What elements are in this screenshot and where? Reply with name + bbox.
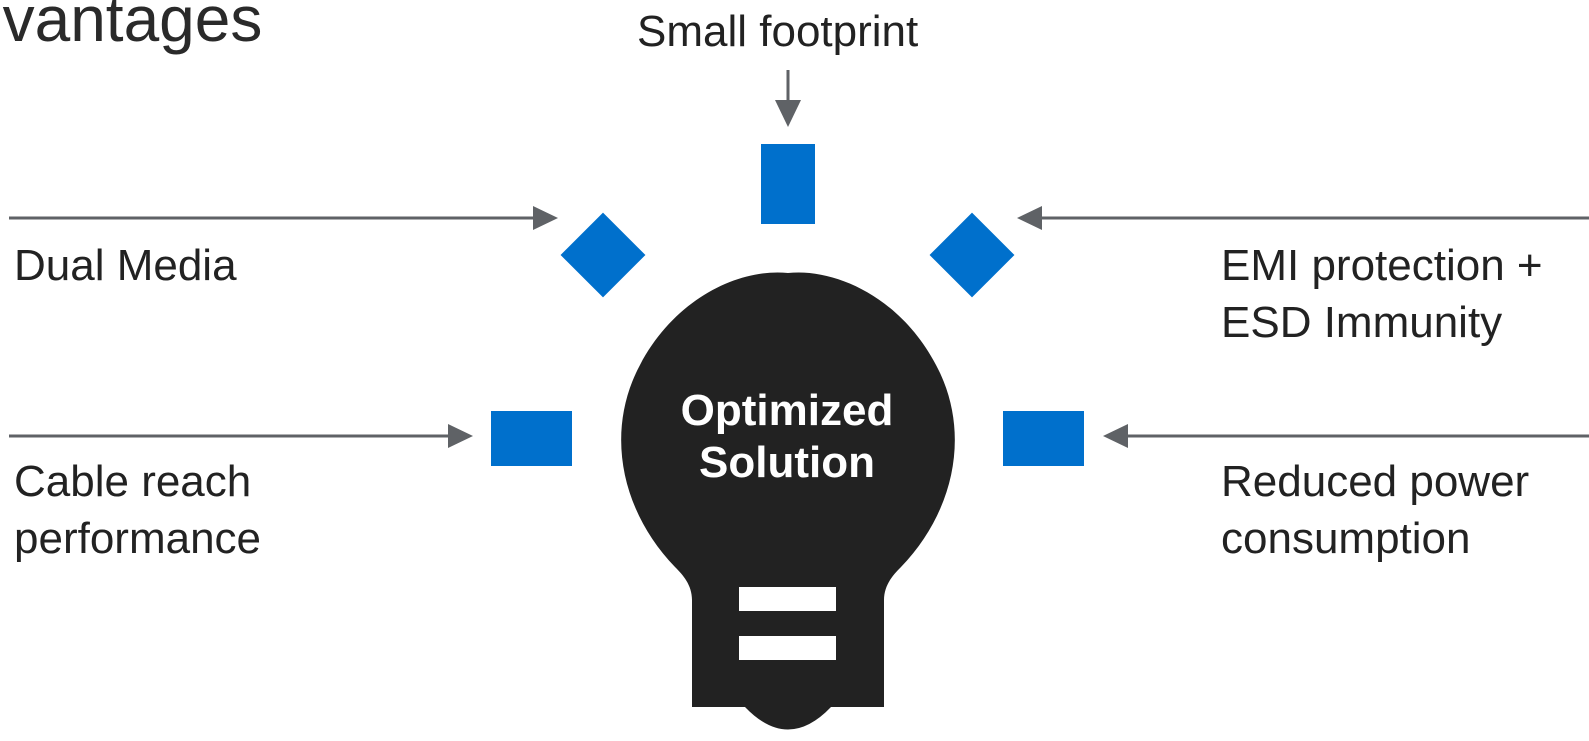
label-cable-reach: Cable reach performance <box>14 453 261 567</box>
label-cable-reach-line-1: Cable reach <box>14 457 252 506</box>
light-rays <box>491 144 1084 466</box>
label-reduced-power-line-1: Reduced power <box>1221 457 1530 506</box>
bulb-base-stripe-2 <box>739 636 836 660</box>
ray-upper-right <box>929 212 1015 298</box>
arrows <box>9 70 1589 448</box>
arrow-lower-left <box>9 424 473 448</box>
center-label: Optimized Solution <box>642 385 932 489</box>
label-cable-reach-line-2: performance <box>14 514 262 563</box>
ray-right <box>1003 411 1084 466</box>
label-small-footprint: Small footprint <box>637 7 919 56</box>
lightbulb-icon <box>621 272 955 730</box>
label-emi-esd-line-1: EMI protection + <box>1221 241 1543 290</box>
center-label-line-2: Solution <box>699 438 875 487</box>
bulb-base-stripe-1 <box>739 587 836 611</box>
ray-left <box>491 411 572 466</box>
ray-upper-left <box>560 212 646 298</box>
label-reduced-power: Reduced power consumption <box>1221 453 1529 567</box>
arrow-top <box>775 70 801 127</box>
label-dual-media: Dual Media <box>14 241 237 290</box>
label-reduced-power-line-2: consumption <box>1221 514 1471 563</box>
arrow-lower-right <box>1103 424 1589 448</box>
center-label-line-1: Optimized <box>680 386 894 435</box>
label-emi-esd-line-2: ESD Immunity <box>1221 298 1503 347</box>
slide-title: dvantages <box>0 0 263 55</box>
ray-top <box>761 144 815 224</box>
arrow-upper-right <box>1017 206 1589 230</box>
arrow-upper-left <box>9 206 558 230</box>
label-emi-esd: EMI protection + ESD Immunity <box>1221 237 1543 351</box>
